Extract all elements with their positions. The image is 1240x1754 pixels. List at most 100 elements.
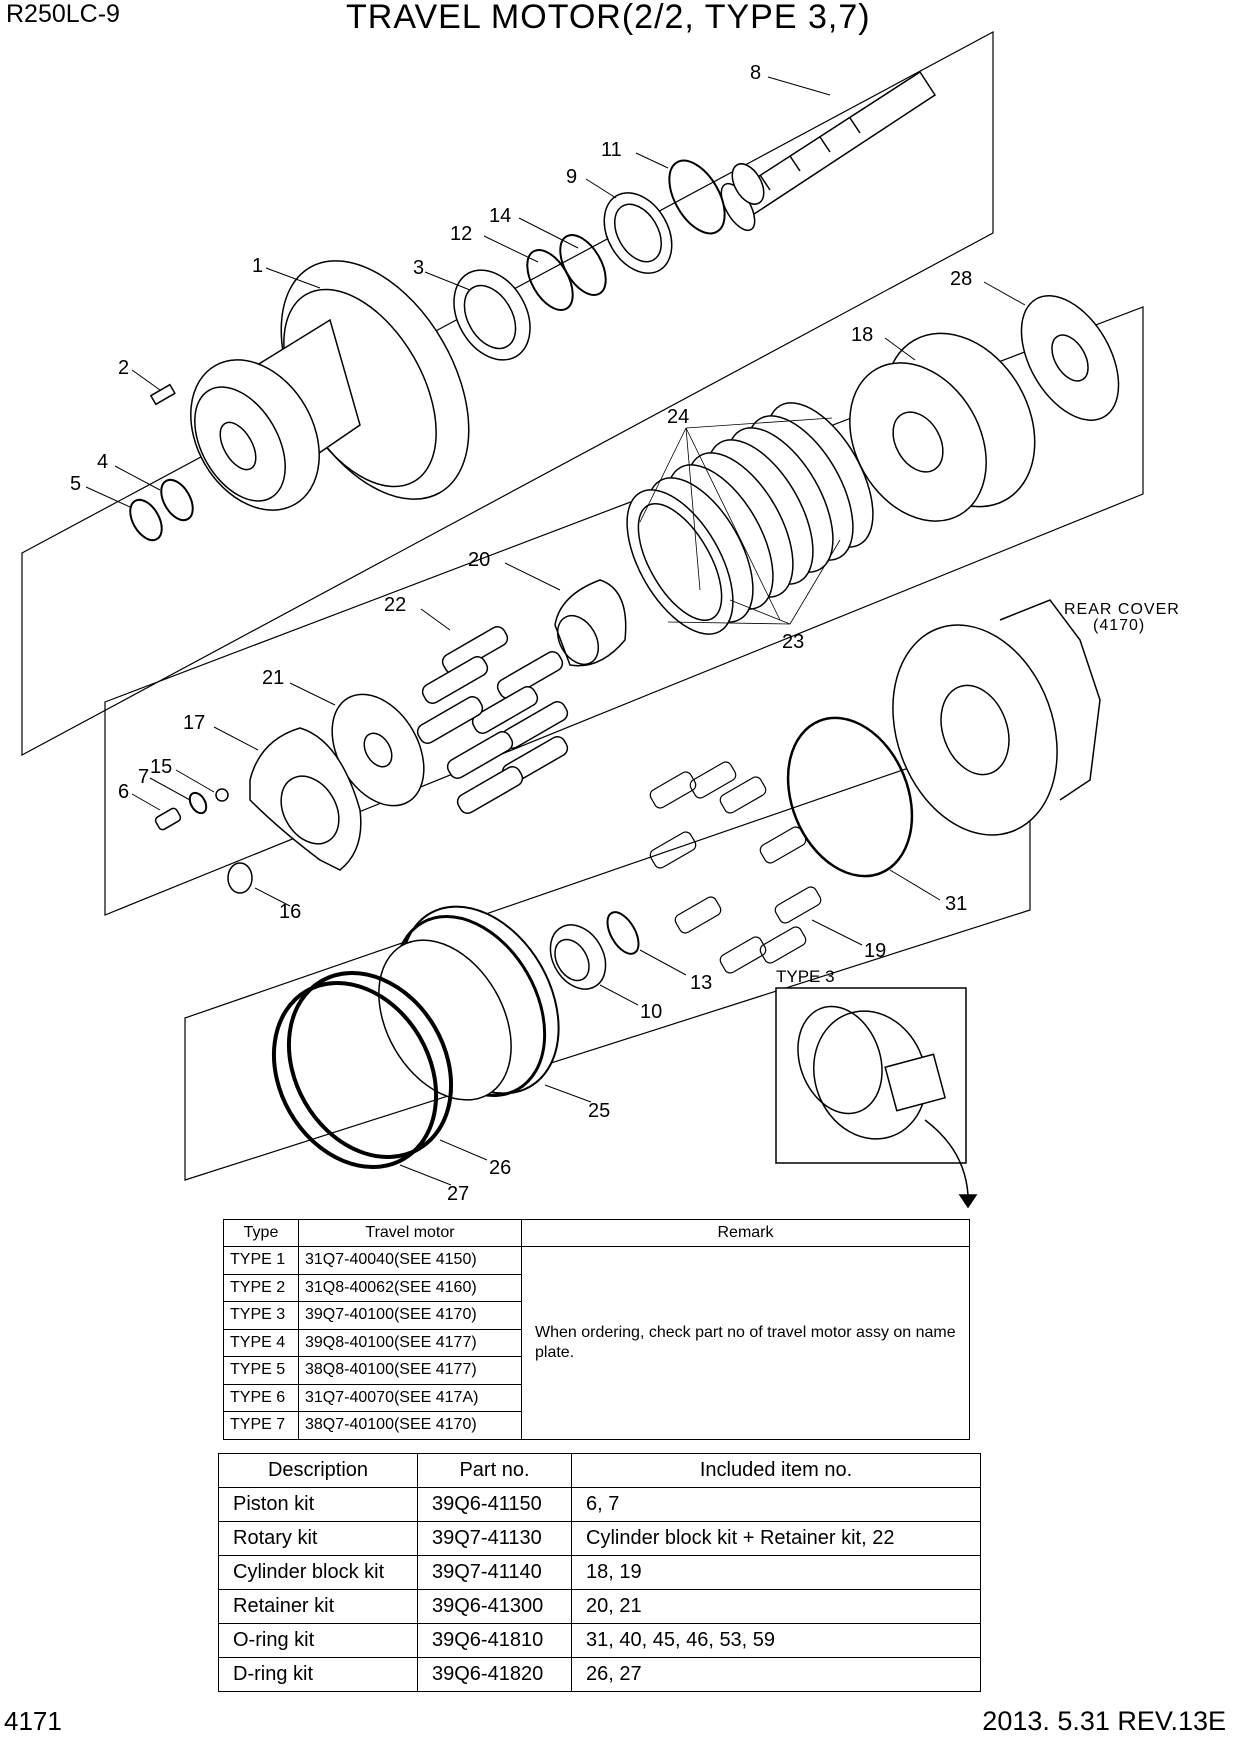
part-27-d-ring <box>271 981 439 1169</box>
motor-cell: 31Q7-40040(SEE 4150) <box>298 1246 522 1275</box>
exploded-parts-diagram: 8 11 9 14 12 1 3 2 4 5 28 18 24 20 23 22… <box>21 30 1180 1209</box>
callout-17: 17 <box>183 712 205 734</box>
part-no-cell: 39Q6-41810 <box>417 1623 572 1658</box>
table-row: TYPE 2 31Q8-40062(SEE 4160) <box>223 1273 970 1302</box>
inset-type-3-label: TYPE 3 <box>776 967 835 986</box>
included-items-cell: 18, 19 <box>571 1555 981 1590</box>
description-cell: D-ring kit <box>218 1657 418 1692</box>
callout-21: 21 <box>262 667 284 689</box>
motor-cell: 39Q7-40100(SEE 4170) <box>298 1301 522 1330</box>
part-7-o-ring <box>188 791 208 815</box>
part-25-brake-piston <box>378 905 560 1101</box>
callout-23: 23 <box>782 631 804 653</box>
rear-cover-label: REAR COVER <box>1064 601 1180 618</box>
included-items-cell: 31, 40, 45, 46, 53, 59 <box>571 1623 981 1658</box>
callout-13: 13 <box>690 972 712 994</box>
parts-23-24-brake-discs <box>626 402 874 635</box>
part-no-cell: 39Q6-41300 <box>417 1589 572 1624</box>
type-cell: TYPE 4 <box>223 1328 299 1357</box>
model-label: R250LC-9 <box>6 0 120 28</box>
service-kit-table: Description Part no. Included item no. P… <box>218 1453 981 1692</box>
part-12-snap-ring <box>526 249 574 311</box>
callout-24: 24 <box>667 406 689 428</box>
included-items-cell: 26, 27 <box>571 1657 981 1692</box>
callout-19: 19 <box>864 940 886 962</box>
part-31-o-ring <box>786 716 914 878</box>
table-row: Cylinder block kit 39Q7-41140 18, 19 <box>218 1555 981 1590</box>
part-13-snap-ring <box>606 911 640 955</box>
table-row: TYPE 5 38Q8-40100(SEE 4177) <box>223 1356 970 1385</box>
leader-lines <box>85 76 1026 1186</box>
type-cell: TYPE 6 <box>223 1383 299 1412</box>
motor-cell: 31Q7-40070(SEE 417A) <box>298 1383 522 1412</box>
type-cell: TYPE 3 <box>223 1301 299 1330</box>
included-items-cell: 6, 7 <box>571 1487 981 1522</box>
callout-8: 8 <box>750 62 761 84</box>
part-no-header: Part no. <box>417 1453 572 1488</box>
type-cell: TYPE 2 <box>223 1273 299 1302</box>
part-21-retainer-plate <box>331 693 425 807</box>
part-6-piston-plug <box>154 807 182 831</box>
callout-6: 6 <box>118 781 129 803</box>
included-items-cell: Cylinder block kit + Retainer kit, 22 <box>571 1521 981 1556</box>
part-1-housing <box>190 260 470 511</box>
part-28-valve-plate <box>1020 295 1120 421</box>
table-row: TYPE 1 31Q7-40040(SEE 4150) When orderin… <box>223 1246 970 1440</box>
rear-cover-ref: (4170) <box>1093 617 1145 634</box>
travel-motor-type-table: Type Travel motor Remark TYPE 1 31Q7-400… <box>223 1219 970 1440</box>
part-9-bearing <box>603 192 673 274</box>
callout-9: 9 <box>566 166 577 188</box>
part-15-ball <box>215 788 229 802</box>
callout-25: 25 <box>588 1100 610 1122</box>
callout-27: 27 <box>447 1183 469 1205</box>
included-items-cell: 20, 21 <box>571 1589 981 1624</box>
part-18-cylinder-block <box>849 332 1036 522</box>
table-row: D-ring kit 39Q6-41820 26, 27 <box>218 1657 981 1692</box>
part-10-bearing <box>549 924 607 990</box>
type-3-inset <box>775 987 978 1209</box>
description-cell: Rotary kit <box>218 1521 418 1556</box>
callout-4: 4 <box>97 451 108 473</box>
included-items-header: Included item no. <box>571 1453 981 1488</box>
callout-5: 5 <box>70 473 81 495</box>
motor-cell: 38Q8-40100(SEE 4177) <box>298 1356 522 1385</box>
revision-date: 2013. 5.31 REV.13E <box>982 1706 1226 1736</box>
callout-7: 7 <box>138 766 149 788</box>
part-11-snap-ring <box>668 159 726 235</box>
table-row: O-ring kit 39Q6-41810 31, 40, 45, 46, 53… <box>218 1623 981 1658</box>
type-header: Type <box>223 1219 299 1247</box>
travel-motor-header: Travel motor <box>298 1219 522 1247</box>
type-cell: TYPE 7 <box>223 1411 299 1440</box>
callout-18: 18 <box>851 324 873 346</box>
motor-cell: 38Q7-40100(SEE 4170) <box>298 1411 522 1440</box>
part-4-ring <box>160 478 194 522</box>
callout-15: 15 <box>150 756 172 778</box>
part-no-cell: 39Q6-41150 <box>417 1487 572 1522</box>
part-3-bearing <box>453 269 531 361</box>
part-22-pistons <box>416 626 569 814</box>
callout-31: 31 <box>945 893 967 915</box>
part-16-stopper <box>227 862 253 894</box>
callout-14: 14 <box>489 205 511 227</box>
part-2-pin <box>149 383 176 406</box>
type-cell: TYPE 1 <box>223 1246 299 1275</box>
rear-cover-assembly <box>892 599 1101 836</box>
description-header: Description <box>218 1453 418 1488</box>
table-row: TYPE 6 31Q7-40070(SEE 417A) <box>223 1383 970 1412</box>
table-row: TYPE 3 39Q7-40100(SEE 4170) <box>223 1301 970 1330</box>
part-17-swash-plate <box>249 727 362 871</box>
callout-3: 3 <box>413 257 424 279</box>
callout-16: 16 <box>279 901 301 923</box>
callout-2: 2 <box>118 357 129 379</box>
part-19-springs <box>649 761 822 974</box>
page-title: TRAVEL MOTOR(2/2, TYPE 3,7) <box>346 0 871 36</box>
description-cell: Piston kit <box>218 1487 418 1522</box>
description-cell: Retainer kit <box>218 1589 418 1624</box>
remark-header: Remark <box>521 1219 970 1247</box>
callout-22: 22 <box>384 594 406 616</box>
callout-12: 12 <box>450 223 472 245</box>
callout-20: 20 <box>468 549 490 571</box>
motor-cell: 31Q8-40062(SEE 4160) <box>298 1273 522 1302</box>
callout-numbers: 8 11 9 14 12 1 3 2 4 5 28 18 24 20 23 22… <box>70 62 1180 1205</box>
callout-11: 11 <box>601 139 622 161</box>
